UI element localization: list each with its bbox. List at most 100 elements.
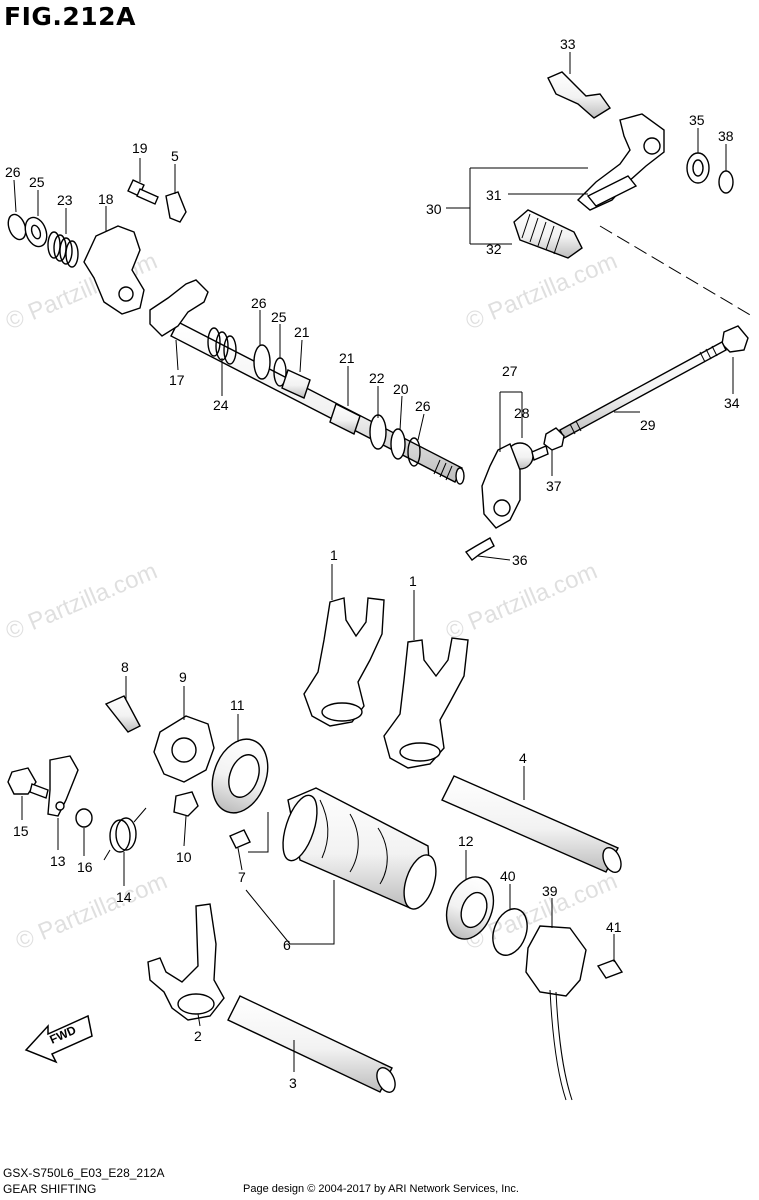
callout-30: 30: [426, 201, 442, 217]
shift-arm-17: [149, 279, 209, 337]
callout-10: 10: [176, 849, 192, 865]
callout-32: 32: [486, 241, 502, 257]
fork-2-bore: [177, 993, 215, 1015]
shift-shaft-assembly: [7, 179, 465, 485]
callout-34: 34: [724, 395, 740, 411]
shift-fork-1b: [383, 637, 469, 769]
callout-12: 12: [458, 833, 474, 849]
circlip-26: [7, 213, 27, 241]
callout-19: 19: [132, 140, 148, 156]
spring-14: [103, 807, 147, 861]
washer-25-hole: [30, 224, 42, 240]
callout-39: 39: [542, 883, 558, 899]
callout-38: 38: [718, 128, 734, 144]
pin-8: [104, 695, 141, 733]
fork-shaft-3: [227, 995, 393, 1093]
callout-20: 20: [393, 381, 409, 397]
leader-lines: [13, 52, 734, 1072]
callout-11: 11: [230, 697, 245, 713]
bearing-11-inner: [228, 754, 260, 798]
washer-20: [390, 428, 406, 460]
callout-33: 33: [560, 36, 576, 52]
callout-8: 8: [121, 659, 129, 675]
cam-6-face: [282, 794, 318, 862]
lever-pivot-hole: [643, 137, 661, 155]
forward-direction-arrow: FWD: [24, 1014, 93, 1064]
shift-arm-27-hole: [493, 499, 511, 517]
nut-34: [721, 325, 749, 353]
callout-26: 26: [251, 295, 267, 311]
stopper-13-hole: [55, 801, 65, 811]
shift-rubber-32: [513, 209, 583, 259]
bolt-15-head: [7, 767, 37, 795]
copyright-credit: Page design © 2004-2017 by ARI Network S…: [243, 1183, 519, 1195]
cam-6-end: [403, 854, 437, 910]
bolt-15-shank: [29, 783, 49, 799]
callout-29: 29: [640, 417, 656, 433]
shift-fork-1a: [303, 597, 385, 727]
gearshift-lever-30: [576, 113, 665, 211]
callout-3: 3: [289, 1075, 297, 1091]
callout-1: 1: [409, 573, 417, 589]
bolt-10: [173, 791, 199, 817]
washer-5: [165, 191, 187, 223]
shaft-spline: [433, 459, 465, 485]
washer-25b: [253, 344, 271, 380]
callout-7: 7: [238, 869, 246, 885]
watermark-text: © Partzilla.com: [12, 867, 171, 955]
o-ring-40: [492, 908, 528, 956]
bolt-41: [596, 959, 624, 979]
callout-1: 1: [330, 547, 338, 563]
callout-27: 27: [502, 363, 518, 379]
sensor-wire: [549, 989, 567, 1101]
plate-18-hole: [118, 286, 134, 302]
bolt-36: [464, 537, 495, 561]
callout-26: 26: [415, 398, 431, 414]
shift-fork-2: [147, 903, 225, 1021]
cam-grooves: [319, 799, 388, 885]
callout-17: 17: [169, 372, 185, 388]
callout-9: 9: [179, 669, 187, 685]
callout-21: 21: [339, 350, 355, 366]
figure-title: FIG.212A: [4, 2, 136, 31]
callout-26: 26: [5, 164, 21, 180]
circlip-38: [718, 170, 734, 194]
lever-arm-31: [586, 175, 638, 207]
callout-labels: 1 1 2 3 4 5 6 7 8 9 10 11 12 13 14 15 16…: [5, 36, 740, 1091]
callout-16: 16: [77, 859, 93, 875]
callout-35: 35: [689, 112, 705, 128]
shift-shaft-body: [170, 321, 463, 483]
model-code: GSX-S750L6_E03_E28_212A: [3, 1166, 165, 1180]
callout-22: 22: [369, 370, 385, 386]
rod-joint-stud: [531, 445, 549, 461]
callout-13: 13: [50, 853, 66, 869]
fork-1a-bore: [321, 702, 363, 722]
spring-23: [47, 231, 79, 268]
section-name: GEAR SHIFTING: [3, 1182, 97, 1196]
pin-7: [229, 829, 251, 849]
bolt-19: [127, 179, 159, 205]
callout-5: 5: [171, 148, 179, 164]
callout-23: 23: [57, 192, 73, 208]
nut-37: [543, 427, 565, 451]
watermark-text: © Partzilla.com: [462, 247, 621, 335]
gear-position-sensor-39: [525, 925, 587, 997]
sensor-wire-2: [555, 991, 573, 1101]
cam-plate-9-hub: [171, 737, 197, 763]
bushing-21a: [281, 369, 311, 399]
watermark-text: © Partzilla.com: [442, 557, 601, 645]
callout-6: 6: [283, 937, 291, 953]
fork-shaft-4-end: [602, 846, 622, 874]
callout-21: 21: [294, 324, 310, 340]
callout-28: 28: [514, 405, 530, 421]
callout-24: 24: [213, 397, 229, 413]
fork-shaft-4: [441, 775, 619, 873]
washer-16: [75, 808, 93, 828]
bearing-12-inner: [460, 891, 488, 929]
watermark-text: © Partzilla.com: [2, 557, 161, 645]
gearshift-lever-assembly: [464, 71, 753, 561]
callout-2: 2: [194, 1028, 202, 1044]
gearshift-cam-assembly: [7, 597, 624, 1101]
callout-14: 14: [116, 889, 132, 905]
